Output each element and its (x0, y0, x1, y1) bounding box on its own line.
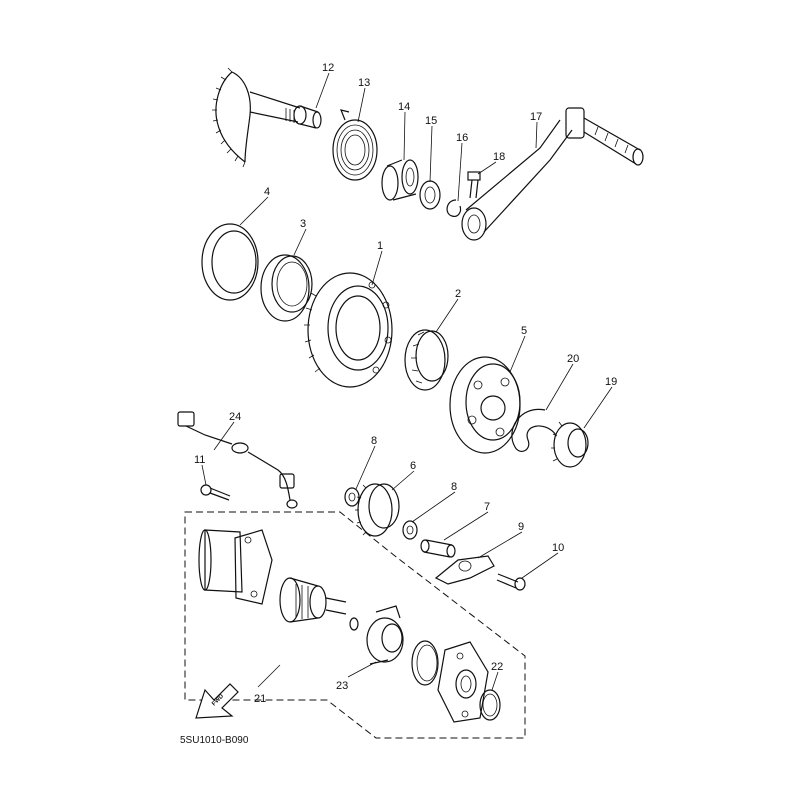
armature (279, 577, 359, 631)
part-10-bolt (496, 573, 526, 591)
callout-4: 4 (264, 186, 270, 198)
o-ring (411, 640, 439, 686)
fwd-arrow-icon: FWD (195, 683, 239, 719)
callout-12: 12 (322, 62, 334, 74)
part-12-kick-shaft (212, 67, 322, 168)
part-3-bearing (260, 254, 313, 322)
part-18-bolt (467, 171, 481, 199)
part-23-brush-holder (366, 605, 404, 665)
starter-assembly-boundary (184, 511, 526, 739)
part-13-spring (332, 109, 378, 181)
callout-18: 18 (493, 151, 505, 163)
callout-20: 20 (567, 353, 579, 365)
callout-9: 9 (518, 521, 524, 533)
part-8-washer-b (402, 520, 418, 540)
leader-lines (201, 72, 613, 691)
callout-17: 17 (530, 111, 542, 123)
part-7-shaft-pin (420, 539, 456, 558)
part-22-o-ring (479, 689, 501, 721)
part-2-one-way-clutch (404, 329, 449, 391)
callout-2: 2 (455, 288, 461, 300)
callout-5: 5 (521, 325, 527, 337)
callout-15: 15 (425, 115, 437, 127)
part-8-washer-a (344, 487, 360, 507)
part-14-bushing (381, 159, 419, 201)
callout-1: 1 (377, 240, 383, 252)
end-cover (437, 641, 489, 723)
part-17-kick-lever (461, 107, 644, 241)
callout-22: 22 (491, 661, 503, 673)
part-4-ring (201, 223, 259, 301)
callout-6: 6 (410, 460, 416, 472)
part-15-washer (419, 180, 441, 210)
part-16-circlip (446, 199, 462, 217)
part-1-starter-clutch (304, 272, 393, 388)
part-9-bracket (434, 555, 495, 585)
callout-24: 24 (229, 411, 241, 423)
callout-labels: 1 2 3 4 5 6 7 8 8 9 10 11 12 13 14 15 16… (194, 62, 617, 705)
callout-8-lower: 8 (451, 481, 457, 493)
callout-14: 14 (398, 101, 410, 113)
callout-13: 13 (358, 77, 370, 89)
callout-23: 23 (336, 680, 348, 692)
callout-11: 11 (194, 454, 205, 466)
callout-21: 21 (254, 693, 266, 705)
part-11-screw (200, 484, 231, 501)
part-20-spring-clip (511, 408, 557, 452)
part-19-gear (551, 421, 589, 468)
callout-7: 7 (484, 501, 490, 513)
starter-motor-housing (198, 529, 273, 605)
callout-19: 19 (605, 376, 617, 388)
part-5-clutch-gear (449, 356, 521, 454)
callout-8-upper: 8 (371, 435, 377, 447)
callout-16: 16 (456, 132, 468, 144)
part-6-idler-gear (355, 483, 400, 537)
callout-3: 3 (300, 218, 306, 230)
part-24-lead-wire (177, 411, 298, 509)
callout-10: 10 (552, 542, 564, 554)
diagram-code: 5SU1010-B090 (180, 735, 249, 746)
